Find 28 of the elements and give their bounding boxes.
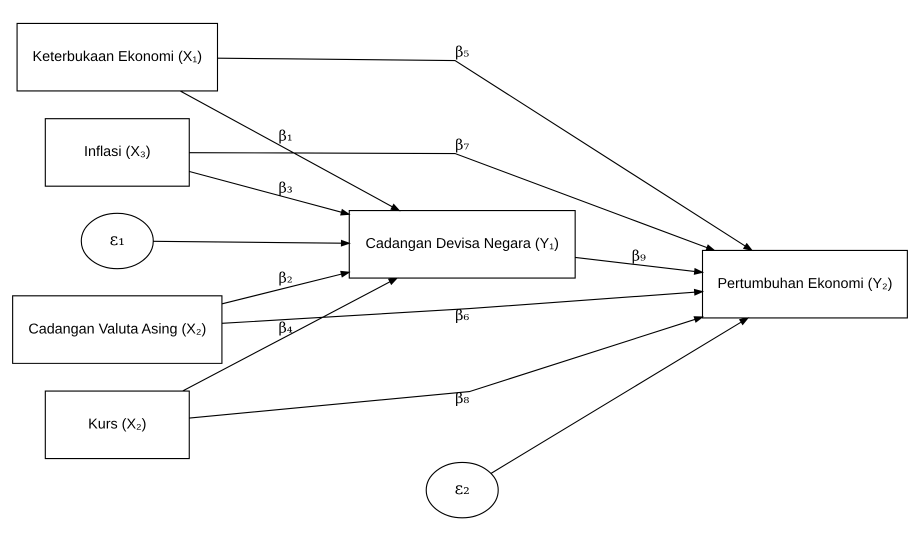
edge-label: β₄ (278, 320, 293, 336)
arrow (575, 256, 704, 274)
node-ellipse: ε₁ (80, 212, 154, 269)
node-box: Pertumbuhan Ekonomi (Y₂) (702, 249, 908, 318)
node-box: Inflasi (X₃) (44, 118, 190, 186)
arrow (222, 270, 351, 304)
arrow (218, 57, 754, 251)
edge-label: β₇ (455, 137, 470, 154)
arrow (182, 276, 398, 391)
arrow (490, 316, 750, 474)
edge-label: β₈ (455, 390, 470, 407)
node-box: Cadangan Valuta Asing (X₂) (12, 294, 222, 364)
node-box: Keterbukaan Ekonomi (X₁) (16, 22, 218, 92)
arrow (153, 239, 351, 246)
arrow (222, 288, 704, 324)
edge-label: β₁ (278, 128, 293, 144)
edge-label: β₃ (278, 180, 293, 196)
node-box: Cadangan Devisa Negara (Y₁) (348, 210, 576, 278)
edge-label: β₆ (455, 308, 470, 324)
edge-label: β₂ (278, 270, 293, 286)
edge-label: β₉ (632, 248, 646, 264)
arrow (189, 152, 716, 250)
node-ellipse: ε₂ (426, 461, 499, 518)
edge-label: β₅ (455, 44, 470, 60)
node-box: Kurs (X₂) (44, 390, 190, 459)
arrow (189, 316, 704, 418)
arrow (189, 170, 351, 215)
arrow (180, 90, 401, 211)
